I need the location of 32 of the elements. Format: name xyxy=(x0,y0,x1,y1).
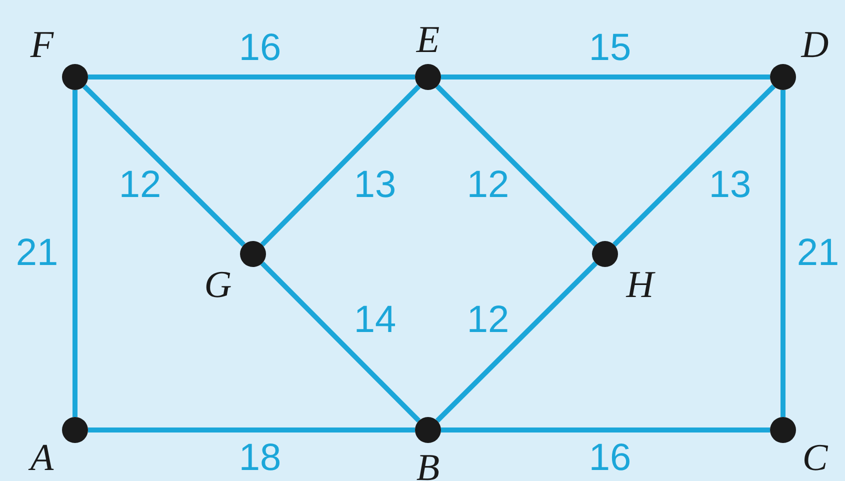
edge-weight: 14 xyxy=(354,301,396,339)
edge-weight: 16 xyxy=(238,29,282,67)
vertex-label: E xyxy=(416,21,440,59)
edge-weight: 21 xyxy=(16,234,58,272)
vertex-label: C xyxy=(802,439,828,477)
vertex-label: G xyxy=(204,266,232,304)
graph-edge xyxy=(260,84,421,247)
edge-weight: 12 xyxy=(466,166,510,204)
graph-edge xyxy=(435,84,598,247)
edge-weight: 15 xyxy=(588,29,632,67)
graph-edge xyxy=(441,428,770,432)
edge-weight: 13 xyxy=(354,166,396,204)
graph-edge xyxy=(612,84,776,247)
vertex-label: A xyxy=(30,439,54,477)
graph-edge xyxy=(88,74,415,80)
graph-edge xyxy=(82,84,246,247)
edge-weight: 16 xyxy=(588,439,632,477)
edge-weight: 18 xyxy=(238,439,282,477)
vertex-label: F xyxy=(30,26,54,64)
vertex-label: D xyxy=(801,26,829,64)
graph-edge xyxy=(780,90,786,417)
edge-weight: 21 xyxy=(796,234,840,272)
graph-edge xyxy=(441,74,770,80)
edge-weight: 12 xyxy=(118,166,162,204)
graph-edge xyxy=(435,261,598,423)
graph-edge xyxy=(260,261,421,423)
graph-edge xyxy=(88,428,415,432)
vertex-label: B xyxy=(416,449,440,481)
graph-edge xyxy=(72,90,78,417)
edge-weight: 13 xyxy=(708,166,752,204)
vertex-label: H xyxy=(626,266,654,304)
edge-weight: 12 xyxy=(466,301,510,339)
